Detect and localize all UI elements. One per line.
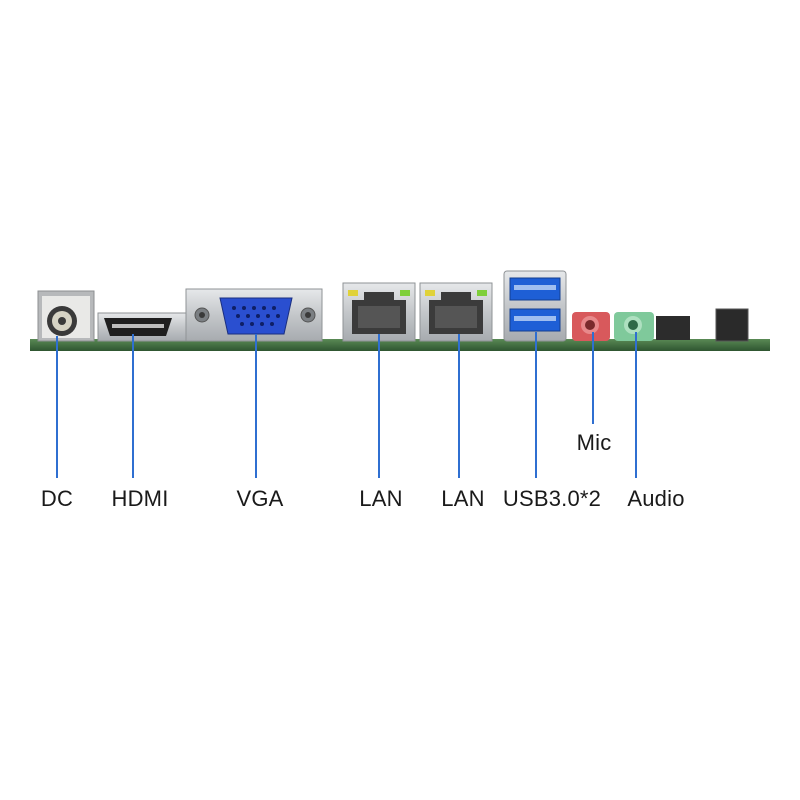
label-lan-1: LAN — [359, 486, 403, 511]
dc-power-jack — [37, 290, 95, 342]
label-audio: Audio — [627, 486, 685, 511]
label-dc: DC — [40, 486, 74, 511]
pcb-board — [30, 339, 770, 351]
lan-port-2 — [419, 282, 493, 342]
label-mic: Mic — [576, 430, 612, 455]
label-lan-2: LAN — [441, 486, 485, 511]
hdmi-port — [97, 312, 191, 342]
label-vga: VGA — [236, 486, 284, 511]
lan-port-1 — [342, 282, 416, 342]
usb3-ports — [503, 270, 567, 342]
leader-lines — [56, 332, 637, 478]
audio-jack — [614, 312, 654, 341]
vga-port — [185, 288, 323, 342]
right-connectors — [656, 308, 749, 342]
label-usb3: USB3.0*2 — [502, 486, 602, 511]
label-hdmi: HDMI — [111, 486, 169, 511]
mic-jack — [572, 312, 610, 341]
